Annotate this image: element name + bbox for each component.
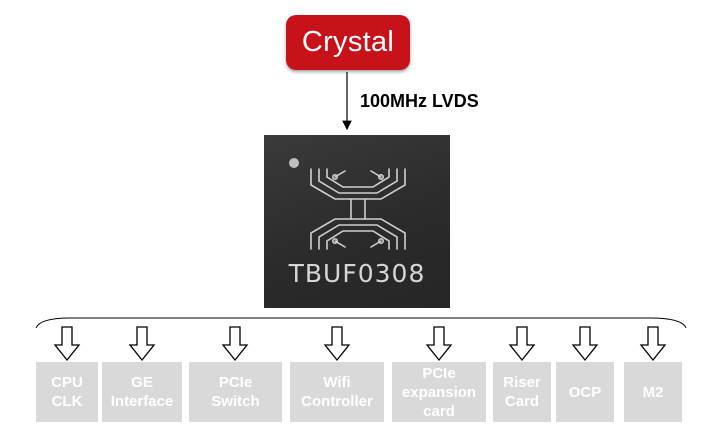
output-label: Riser Card bbox=[503, 374, 541, 410]
output-label: OCP bbox=[568, 383, 602, 401]
down-arrow-icon bbox=[221, 326, 249, 362]
output-box-ocp: OCP bbox=[556, 362, 614, 422]
output-label: CPU CLK bbox=[51, 374, 83, 410]
output-label: PCIe expansion card bbox=[401, 364, 477, 420]
output-box-m2: M2 bbox=[624, 362, 682, 422]
chip-part-number: TBUF0308 bbox=[288, 259, 426, 288]
output-box-wifi-controller: Wifi Controller bbox=[290, 362, 384, 422]
output-label: PCIe Switch bbox=[211, 374, 260, 410]
down-arrow-icon bbox=[53, 326, 81, 362]
tbuf-logo-icon bbox=[310, 168, 406, 250]
down-arrow-icon bbox=[571, 326, 599, 362]
pin1-marker bbox=[289, 158, 299, 168]
output-box-riser-card: Riser Card bbox=[493, 362, 551, 422]
output-box-ge-interface: GE Interface bbox=[102, 362, 182, 422]
down-arrow-icon bbox=[425, 326, 453, 362]
crystal-label: Crystal bbox=[301, 26, 395, 58]
output-label: M2 bbox=[642, 383, 664, 401]
output-label: GE Interface bbox=[110, 374, 174, 410]
down-arrow-icon bbox=[639, 326, 667, 362]
down-arrow-icon bbox=[323, 326, 351, 362]
output-label: Wifi Controller bbox=[301, 374, 373, 410]
link-label: 100MHz LVDS bbox=[360, 91, 479, 111]
crystal-source-box: Crystal bbox=[286, 15, 410, 70]
output-box-pcie-switch: PCIe Switch bbox=[189, 362, 282, 422]
output-box-cpu-clk: CPU CLK bbox=[36, 362, 98, 422]
down-arrow-icon bbox=[508, 326, 536, 362]
down-arrow-icon bbox=[128, 326, 156, 362]
output-box-pcie-expansion-card: PCIe expansion card bbox=[392, 362, 486, 422]
output-arrows bbox=[53, 326, 667, 362]
distribution-bracket bbox=[35, 317, 687, 329]
